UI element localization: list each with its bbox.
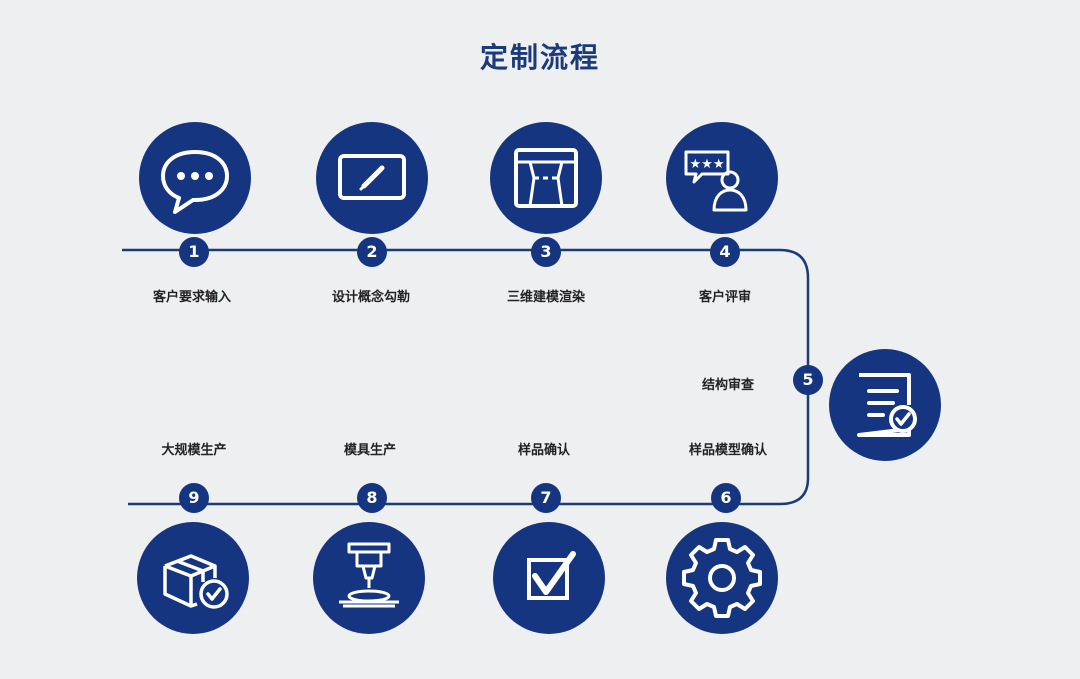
step-8-icon-circle [313, 522, 425, 634]
step-3-number: 3 [531, 237, 561, 267]
document-check-icon [857, 373, 917, 437]
step-1-number: 1 [179, 237, 209, 267]
chat-bubble-icon [161, 150, 229, 214]
step-1-icon-circle [139, 122, 251, 234]
step-3-label: 三维建模渲染 [506, 290, 585, 305]
step-8-number: 8 [357, 483, 387, 513]
step-1-label: 客户要求输入 [152, 290, 231, 305]
svg-text:★★★: ★★★ [690, 157, 725, 172]
step-7-label: 样品确认 [517, 443, 570, 458]
step-6-number: 6 [711, 483, 741, 513]
3d-box-icon [514, 148, 578, 208]
step-5-number: 5 [793, 365, 823, 395]
step-4-number: 4 [710, 237, 740, 267]
step-5-icon-circle [829, 349, 941, 461]
step-6-icon-circle [666, 522, 778, 634]
page-title: 定制流程 [479, 41, 600, 74]
step-8-label: 模具生产 [343, 443, 396, 458]
step-7-number: 7 [531, 483, 561, 513]
gear-icon [682, 538, 762, 618]
drawing-tablet-icon [338, 154, 406, 200]
step-6-label: 样品模型确认 [688, 443, 767, 458]
step-2-number: 2 [357, 237, 387, 267]
step-7-icon-circle [493, 522, 605, 634]
step-2-label: 设计概念勾勒 [331, 290, 410, 305]
machining-icon [339, 542, 399, 608]
customer-review-icon: ★★★ [684, 150, 748, 212]
step-9-label: 大规模生产 [161, 443, 227, 458]
step-4-icon-circle: ★★★ [666, 122, 778, 234]
step-2-icon-circle [316, 122, 428, 234]
step-9-number: 9 [179, 483, 209, 513]
checkbox-icon [527, 551, 576, 600]
package-check-icon [163, 554, 229, 609]
step-3-icon-circle [490, 122, 602, 234]
step-5-label: 结构审查 [701, 378, 754, 393]
step-9-icon-circle [137, 522, 249, 634]
step-4-label: 客户评审 [698, 290, 751, 305]
